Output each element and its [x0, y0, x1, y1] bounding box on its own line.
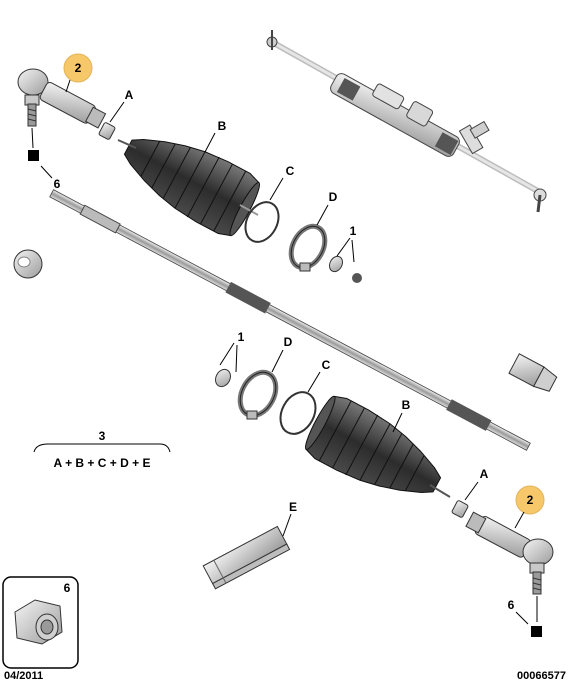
clamp-c-bottom: C — [279, 358, 331, 435]
kit-3-group: 3 A + B + C + D + E — [33, 429, 171, 470]
callout-6-inset-label: 6 — [64, 581, 71, 595]
callout-6-bottom-label: 6 — [508, 598, 515, 612]
nut-inset-box: 6 — [2, 576, 79, 669]
kit-formula-label: A + B + C + D + E — [54, 456, 151, 470]
washer-1-top: 1 — [329, 224, 357, 273]
callout-1-top-label: 1 — [350, 224, 357, 238]
boot-b-top: B — [117, 119, 261, 237]
clip-a-top: A — [98, 88, 134, 140]
steering-rack-assembly — [266, 30, 547, 213]
tie-rod-end-bottom — [465, 511, 554, 595]
callout-a-bottom-label: A — [480, 467, 489, 481]
inner-tie-rod — [13, 189, 558, 451]
callout-c-bottom-label: C — [322, 358, 331, 372]
callout-6-top-label: 6 — [54, 177, 61, 191]
callout-a-top-label: A — [125, 88, 134, 102]
callout-c-top-label: C — [286, 164, 295, 178]
callout-b-top-label: B — [218, 119, 227, 133]
callout-d-bottom-label: D — [284, 335, 293, 349]
boot-b-bottom: B — [304, 395, 451, 498]
clamp-d-bottom: D — [237, 335, 293, 420]
callout-1-bottom-label: 1 — [238, 330, 245, 344]
clip-a-bottom: A — [451, 467, 489, 518]
callout-2-top-label: 2 — [75, 61, 82, 75]
callout-6-bottom: 6 — [508, 596, 542, 637]
callout-d-top-label: D — [329, 190, 338, 204]
callout-2-bottom: 2 — [514, 485, 545, 529]
washer-1-bottom: 1 — [215, 330, 245, 388]
kit-number-label: 3 — [99, 429, 106, 443]
clamp-c-top: C — [244, 164, 295, 243]
callout-2-bottom-label: 2 — [527, 493, 534, 507]
callout-6-top: 6 — [28, 127, 61, 191]
footer-reference: 00066577 — [517, 670, 566, 682]
clamp-d-top: D — [288, 190, 338, 272]
callout-e-label: E — [289, 500, 297, 514]
tie-rod-end-top — [17, 68, 107, 129]
footer-date: 04/2011 — [4, 670, 43, 682]
callout-b-bottom-label: B — [402, 398, 411, 412]
grease-sachet-e: E — [202, 500, 297, 590]
callout-2-top: 2 — [63, 53, 93, 93]
